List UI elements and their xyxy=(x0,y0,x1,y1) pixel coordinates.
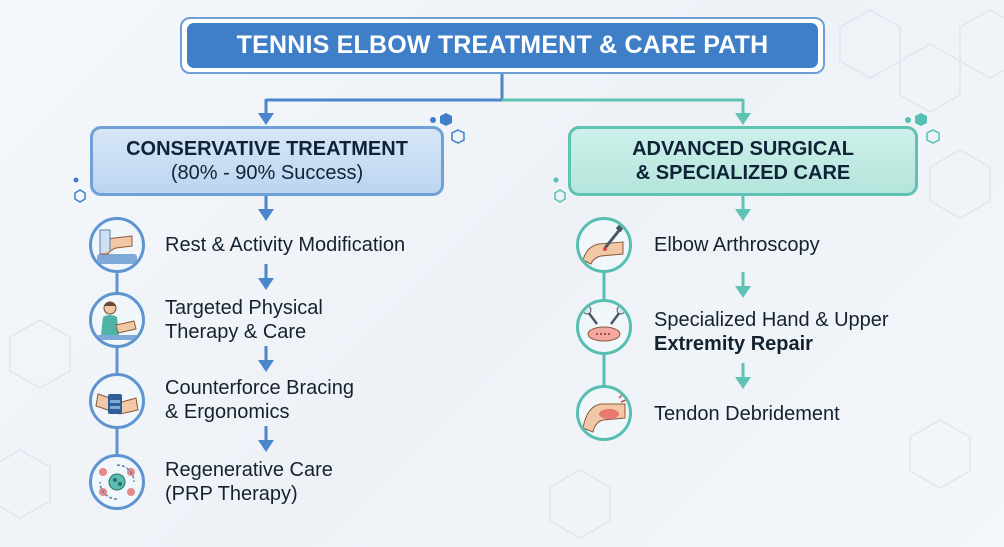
step-specialized-hand-repair: Specialized Hand & Upper Extremity Repai… xyxy=(654,308,889,356)
step-label-line2: (PRP Therapy) xyxy=(165,483,298,505)
surgical-care-box: ADVANCED SURGICAL & SPECIALIZED CARE xyxy=(568,126,918,196)
conservative-treatment-title: CONSERVATIVE TREATMENT xyxy=(126,138,408,160)
step-targeted-physical-therapy: Targeted Physical Therapy & Care xyxy=(165,296,323,344)
step-rest-activity-modification: Rest & Activity Modification xyxy=(165,233,405,257)
surgical-care-title-line1: ADVANCED SURGICAL xyxy=(632,138,854,160)
decor-hexagon xyxy=(451,129,465,144)
conservative-treatment-box: CONSERVATIVE TREATMENT (80% - 90% Succes… xyxy=(90,126,444,196)
decor-dot xyxy=(430,117,436,123)
step-label-line1: Targeted Physical xyxy=(165,297,323,319)
hexagon-pattern xyxy=(0,9,1004,539)
step-elbow-arthroscopy: Elbow Arthroscopy xyxy=(654,233,820,257)
step-label-line1: Counterforce Bracing xyxy=(165,377,354,399)
step-label-line1: Specialized Hand & Upper xyxy=(654,309,889,331)
decor-hexagon xyxy=(926,129,940,144)
step-label-line2: Therapy & Care xyxy=(165,321,307,343)
surgical-care-title-line2: & SPECIALIZED CARE xyxy=(635,162,851,184)
page-title: TENNIS ELBOW TREATMENT & CARE PATH xyxy=(187,23,818,68)
decor-hexagon xyxy=(554,189,566,203)
right-step-arrows xyxy=(735,196,751,389)
step-label-line1: Regenerative Care xyxy=(165,459,333,481)
step-tendon-debridement: Tendon Debridement xyxy=(654,402,840,426)
step-label: Elbow Arthroscopy xyxy=(654,234,820,256)
conservative-success-rate: (80% - 90% Success) xyxy=(170,162,364,184)
decor-hexagon xyxy=(915,113,927,126)
step-label-line2: & Ergonomics xyxy=(165,401,290,423)
tendon-debridement-icon xyxy=(576,385,632,441)
step-label-line2: Extremity Repair xyxy=(654,333,813,355)
split-connector xyxy=(258,74,751,125)
decor-hexagon xyxy=(440,113,452,126)
prp-cells-icon xyxy=(89,454,145,510)
elbow-rest-icon xyxy=(89,217,145,273)
step-label: Tendon Debridement xyxy=(654,403,840,425)
decor-hexagon xyxy=(74,189,86,203)
decor-dot xyxy=(73,177,79,183)
left-step-arrows xyxy=(258,196,274,452)
title-banner: TENNIS ELBOW TREATMENT & CARE PATH xyxy=(180,17,825,74)
arthroscopy-icon xyxy=(576,217,632,273)
decor-dot xyxy=(553,177,559,183)
elbow-brace-icon xyxy=(89,373,145,429)
step-counterforce-bracing: Counterforce Bracing & Ergonomics xyxy=(165,376,354,424)
surgical-repair-icon xyxy=(576,299,632,355)
decor-dot xyxy=(905,117,911,123)
step-label: Rest & Activity Modification xyxy=(165,234,406,256)
step-regenerative-care: Regenerative Care (PRP Therapy) xyxy=(165,458,333,506)
physical-therapy-icon xyxy=(89,292,145,348)
